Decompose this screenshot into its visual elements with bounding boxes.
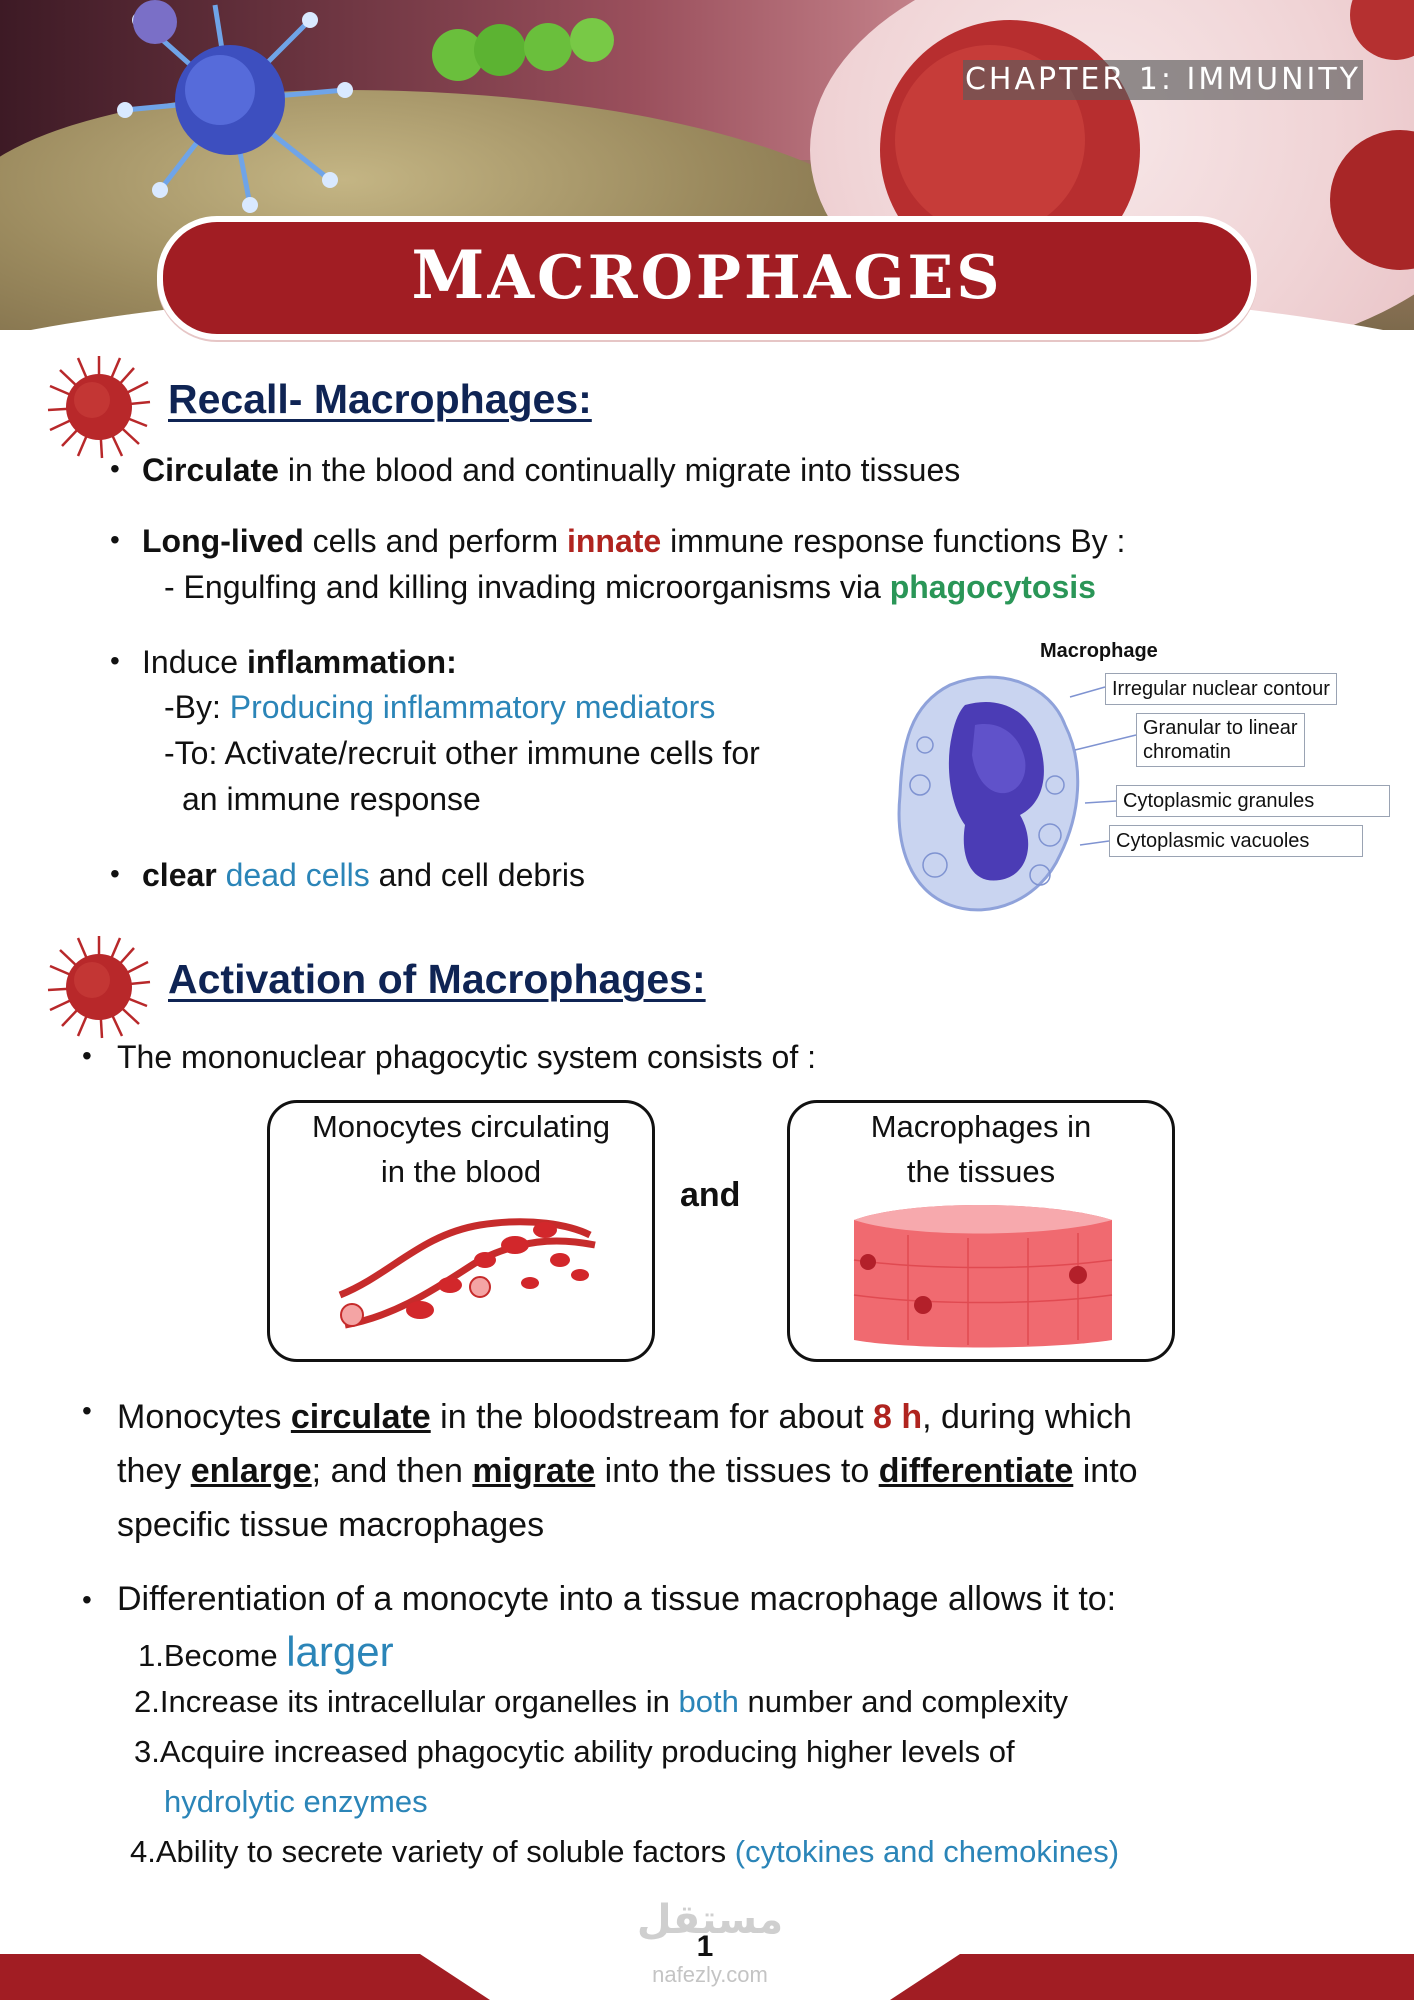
page-title: MACROPHAGES (157, 236, 1257, 314)
text: number and complexity (738, 1684, 1068, 1719)
text: Acquire increased phagocytic ability pro… (159, 1734, 1015, 1769)
list-number: 3. (134, 1734, 160, 1769)
bullet-dot: • (110, 858, 120, 889)
bullet-dot: • (82, 1584, 92, 1615)
text: Become (163, 1638, 287, 1673)
text: , during which (922, 1398, 1132, 1436)
paragraph-line: Monocytes circulate in the bloodstream f… (117, 1390, 1138, 1444)
bold-term: clear (142, 857, 217, 893)
text: - Engulfing and killing invading microor… (164, 569, 890, 605)
diagram-label-granules: Cytoplasmic granules (1116, 785, 1390, 817)
list-item-2: 2.Increase its intracellular organelles … (134, 1682, 1068, 1722)
underlined-term: enlarge (190, 1452, 312, 1490)
bold-term: Circulate (142, 452, 279, 488)
diagram-label-vacuoles: Cytoplasmic vacuoles (1109, 825, 1363, 857)
text: Ability to secrete variety of soluble fa… (155, 1834, 735, 1869)
text: into the tissues to (595, 1452, 879, 1490)
recall-bullet-2-sub: - Engulfing and killing invading microor… (164, 567, 1096, 607)
brand-name: nafezly.com (652, 1962, 768, 1987)
label-line: the tissues (906, 1154, 1056, 1189)
recall-heading: Recall- Macrophages: (168, 376, 592, 422)
underlined-term: migrate (472, 1452, 596, 1490)
paragraph-line: they enlarge; and then migrate into the … (117, 1444, 1138, 1498)
diagram-label-nuclear-contour: Irregular nuclear contour (1105, 673, 1337, 705)
highlight-green: phagocytosis (889, 569, 1096, 605)
list-item-1: 1.Become larger (138, 1631, 394, 1676)
label-line: in the blood (380, 1154, 542, 1189)
list-item-4: 4.Ability to secrete variety of soluble … (130, 1832, 1119, 1872)
bold-term: Long-lived (142, 523, 304, 559)
cell-icon (47, 356, 151, 459)
activation-heading: Activation of Macrophages: (168, 956, 706, 1002)
macrophage-diagram: Macrophage Irregular nuclear contour Gra… (890, 640, 1390, 920)
paragraph-line: specific tissue macrophages (117, 1506, 545, 1544)
bullet-dot: • (82, 1040, 92, 1071)
text: Increase its intracellular organelles in (159, 1684, 679, 1719)
text: in the blood and continually migrate int… (278, 452, 961, 488)
text: Monocytes (117, 1398, 291, 1436)
activation-intro: The mononuclear phagocytic system consis… (117, 1039, 816, 1075)
title-rest: ACROPHAGES (487, 243, 1003, 313)
text: cells and perform (303, 523, 567, 559)
footer-band-left (0, 1954, 490, 2000)
macrophages-box-label: Macrophages in the tissues (787, 1104, 1175, 1194)
highlight-blue: both (678, 1684, 739, 1719)
highlight-blue: (cytokines and chemokines) (734, 1834, 1120, 1869)
label-line: Monocytes circulating (311, 1109, 611, 1144)
text: immune response functions By : (661, 523, 1126, 559)
recall-bullet-3-to-cont: an immune response (182, 781, 481, 817)
highlight-blue: Producing inflammatory mediators (229, 689, 716, 725)
highlight-red: 8 h (872, 1398, 923, 1436)
diagram-pointer-lines (1069, 686, 1137, 846)
cell-icon (47, 936, 151, 1039)
list-item-3: 3.Acquire increased phagocytic ability p… (134, 1732, 1015, 1772)
page-number: 1 (696, 1930, 714, 1963)
brand-arabic: مستقل (636, 1898, 784, 1942)
text: into (1073, 1452, 1138, 1490)
recall-bullet-3-by: -By: Producing inflammatory mediators (164, 687, 715, 727)
highlight-blue: dead cells (225, 857, 370, 893)
text: they (117, 1452, 191, 1490)
label-line: Granular to linear (1143, 717, 1298, 739)
chapter-tag: CHAPTER 1: IMMUNITY (963, 60, 1363, 100)
label-line: chromatin (1143, 741, 1231, 763)
recall-bullet-2: Long-lived cells and perform innate immu… (142, 521, 1125, 561)
macrophage-cell-image (897, 675, 1080, 912)
blood-vessel-illustration (338, 1218, 596, 1329)
bullet-dot: • (110, 453, 120, 484)
list-number: 1. (138, 1638, 164, 1673)
and-connector: and (680, 1176, 741, 1214)
title-bar (157, 216, 1257, 340)
monocytes-box-label: Monocytes circulating in the blood (267, 1104, 655, 1194)
title-initial: M (411, 236, 488, 314)
text: and cell debris (369, 857, 585, 893)
footer-band-right (890, 1954, 1414, 2000)
underlined-term: circulate (290, 1398, 431, 1436)
differentiation-intro: Differentiation of a monocyte into a tis… (117, 1580, 1117, 1618)
recall-bullet-3-to: -To: Activate/recruit other immune cells… (164, 735, 760, 771)
highlight-blue: larger (286, 1628, 394, 1675)
list-item-3-cont: hydrolytic enzymes (164, 1784, 428, 1819)
list-number: 4. (130, 1834, 156, 1869)
underlined-term: differentiate (878, 1452, 1074, 1490)
bullet-dot: • (82, 1395, 92, 1426)
monocyte-paragraph: Monocytes circulate in the bloodstream f… (117, 1390, 1138, 1552)
text: in the bloodstream for about (430, 1398, 873, 1436)
text: -By: (164, 689, 230, 725)
list-number: 2. (134, 1684, 160, 1719)
tissue-illustration (853, 1205, 1113, 1348)
bullet-dot: • (110, 645, 120, 676)
highlight-red: innate (566, 523, 662, 559)
text: ; and then (311, 1452, 473, 1490)
nafezly-watermark: مستقل nafezly.com (610, 1898, 810, 1988)
recall-bullet-3: Induce inflammation: (142, 642, 457, 682)
recall-bullet-4: clear dead cells and cell debris (142, 855, 585, 895)
recall-bullet-1: Circulate in the blood and continually m… (142, 450, 960, 490)
label-line: Macrophages in (870, 1109, 1092, 1144)
text: Induce (142, 644, 247, 680)
diagram-title: Macrophage (1040, 640, 1158, 662)
bold-term: inflammation: (246, 644, 457, 680)
bullet-dot: • (110, 524, 120, 555)
